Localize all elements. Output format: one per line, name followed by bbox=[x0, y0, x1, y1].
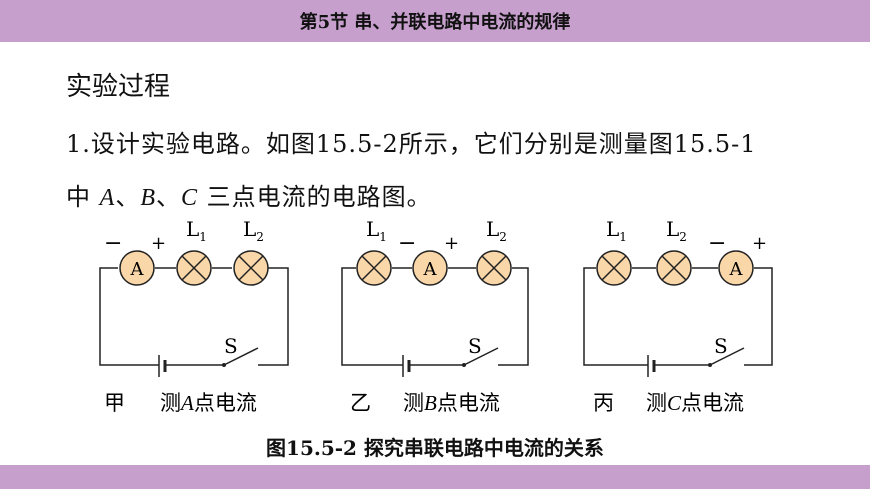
circuit-yi: A − + L1 L2 S 乙 测B点电流 bbox=[341, 217, 529, 415]
circuit-desc-yi: 测B点电流 bbox=[403, 391, 500, 415]
lamp-l2-icon bbox=[656, 250, 692, 286]
plus-sign: + bbox=[752, 233, 767, 254]
point-a-label: A bbox=[99, 185, 116, 211]
circuit-desc-jia: 测A点电流 bbox=[160, 391, 257, 415]
lamp-l2-label: L2 bbox=[486, 217, 507, 244]
line2-prefix: 中 bbox=[66, 183, 100, 211]
switch-label: S bbox=[714, 334, 728, 358]
lamp-l1-label: L1 bbox=[186, 217, 207, 244]
section-heading: 实验过程 bbox=[66, 72, 171, 102]
ammeter-label: A bbox=[729, 259, 744, 280]
paragraph-line-1: 1.设计实验电路。如图15.5-2所示，它们分别是测量图15.5-1 bbox=[66, 130, 757, 158]
minus-sign: − bbox=[398, 231, 416, 256]
switch-label: S bbox=[468, 334, 482, 358]
line2-sep-2: 、 bbox=[155, 183, 181, 211]
plus-sign: + bbox=[444, 233, 459, 254]
lamp-l2-label: L2 bbox=[243, 217, 264, 244]
lamp-l1-label: L1 bbox=[366, 217, 387, 244]
lamp-l2-icon bbox=[476, 250, 512, 286]
ammeter-label: A bbox=[423, 259, 438, 280]
point-b-label: B bbox=[140, 185, 156, 211]
circuit-jia: A − + L1 L2 S 甲 测A点电流 bbox=[99, 217, 289, 415]
circuit-label-jia: 甲 bbox=[104, 391, 125, 415]
footer-bar bbox=[0, 465, 870, 489]
ammeter-label: A bbox=[130, 259, 145, 280]
switch-label: S bbox=[224, 334, 238, 358]
lamp-l2-label: L2 bbox=[666, 217, 687, 244]
minus-sign: − bbox=[104, 231, 122, 256]
point-c-label: C bbox=[180, 185, 198, 211]
circuit-label-bing: 丙 bbox=[593, 391, 614, 415]
circuit-desc-bing: 测C点电流 bbox=[646, 391, 744, 415]
circuit-bing: A − + L1 L2 S 丙 测C点电流 bbox=[583, 217, 773, 415]
header-bar: 第5节 串、并联电路中电流的规律 bbox=[0, 0, 870, 42]
lamp-l1-label: L1 bbox=[606, 217, 627, 244]
line2-suffix: 三点电流的电路图。 bbox=[198, 183, 432, 211]
minus-sign: − bbox=[708, 231, 726, 256]
circuit-label-yi: 乙 bbox=[350, 391, 371, 415]
page-title: 第5节 串、并联电路中电流的规律 bbox=[299, 12, 571, 33]
plus-sign: + bbox=[151, 233, 166, 254]
line2-sep-1: 、 bbox=[115, 183, 141, 211]
lamp-l1-icon bbox=[596, 250, 632, 286]
lamp-l1-icon bbox=[176, 250, 212, 286]
paragraph-line-2: 中 A、B、C 三点电流的电路图。 bbox=[66, 177, 432, 212]
lamp-l2-icon bbox=[233, 250, 269, 286]
figure-caption: 图15.5-2 探究串联电路中电流的关系 bbox=[266, 436, 604, 460]
lamp-l1-icon bbox=[356, 250, 392, 286]
